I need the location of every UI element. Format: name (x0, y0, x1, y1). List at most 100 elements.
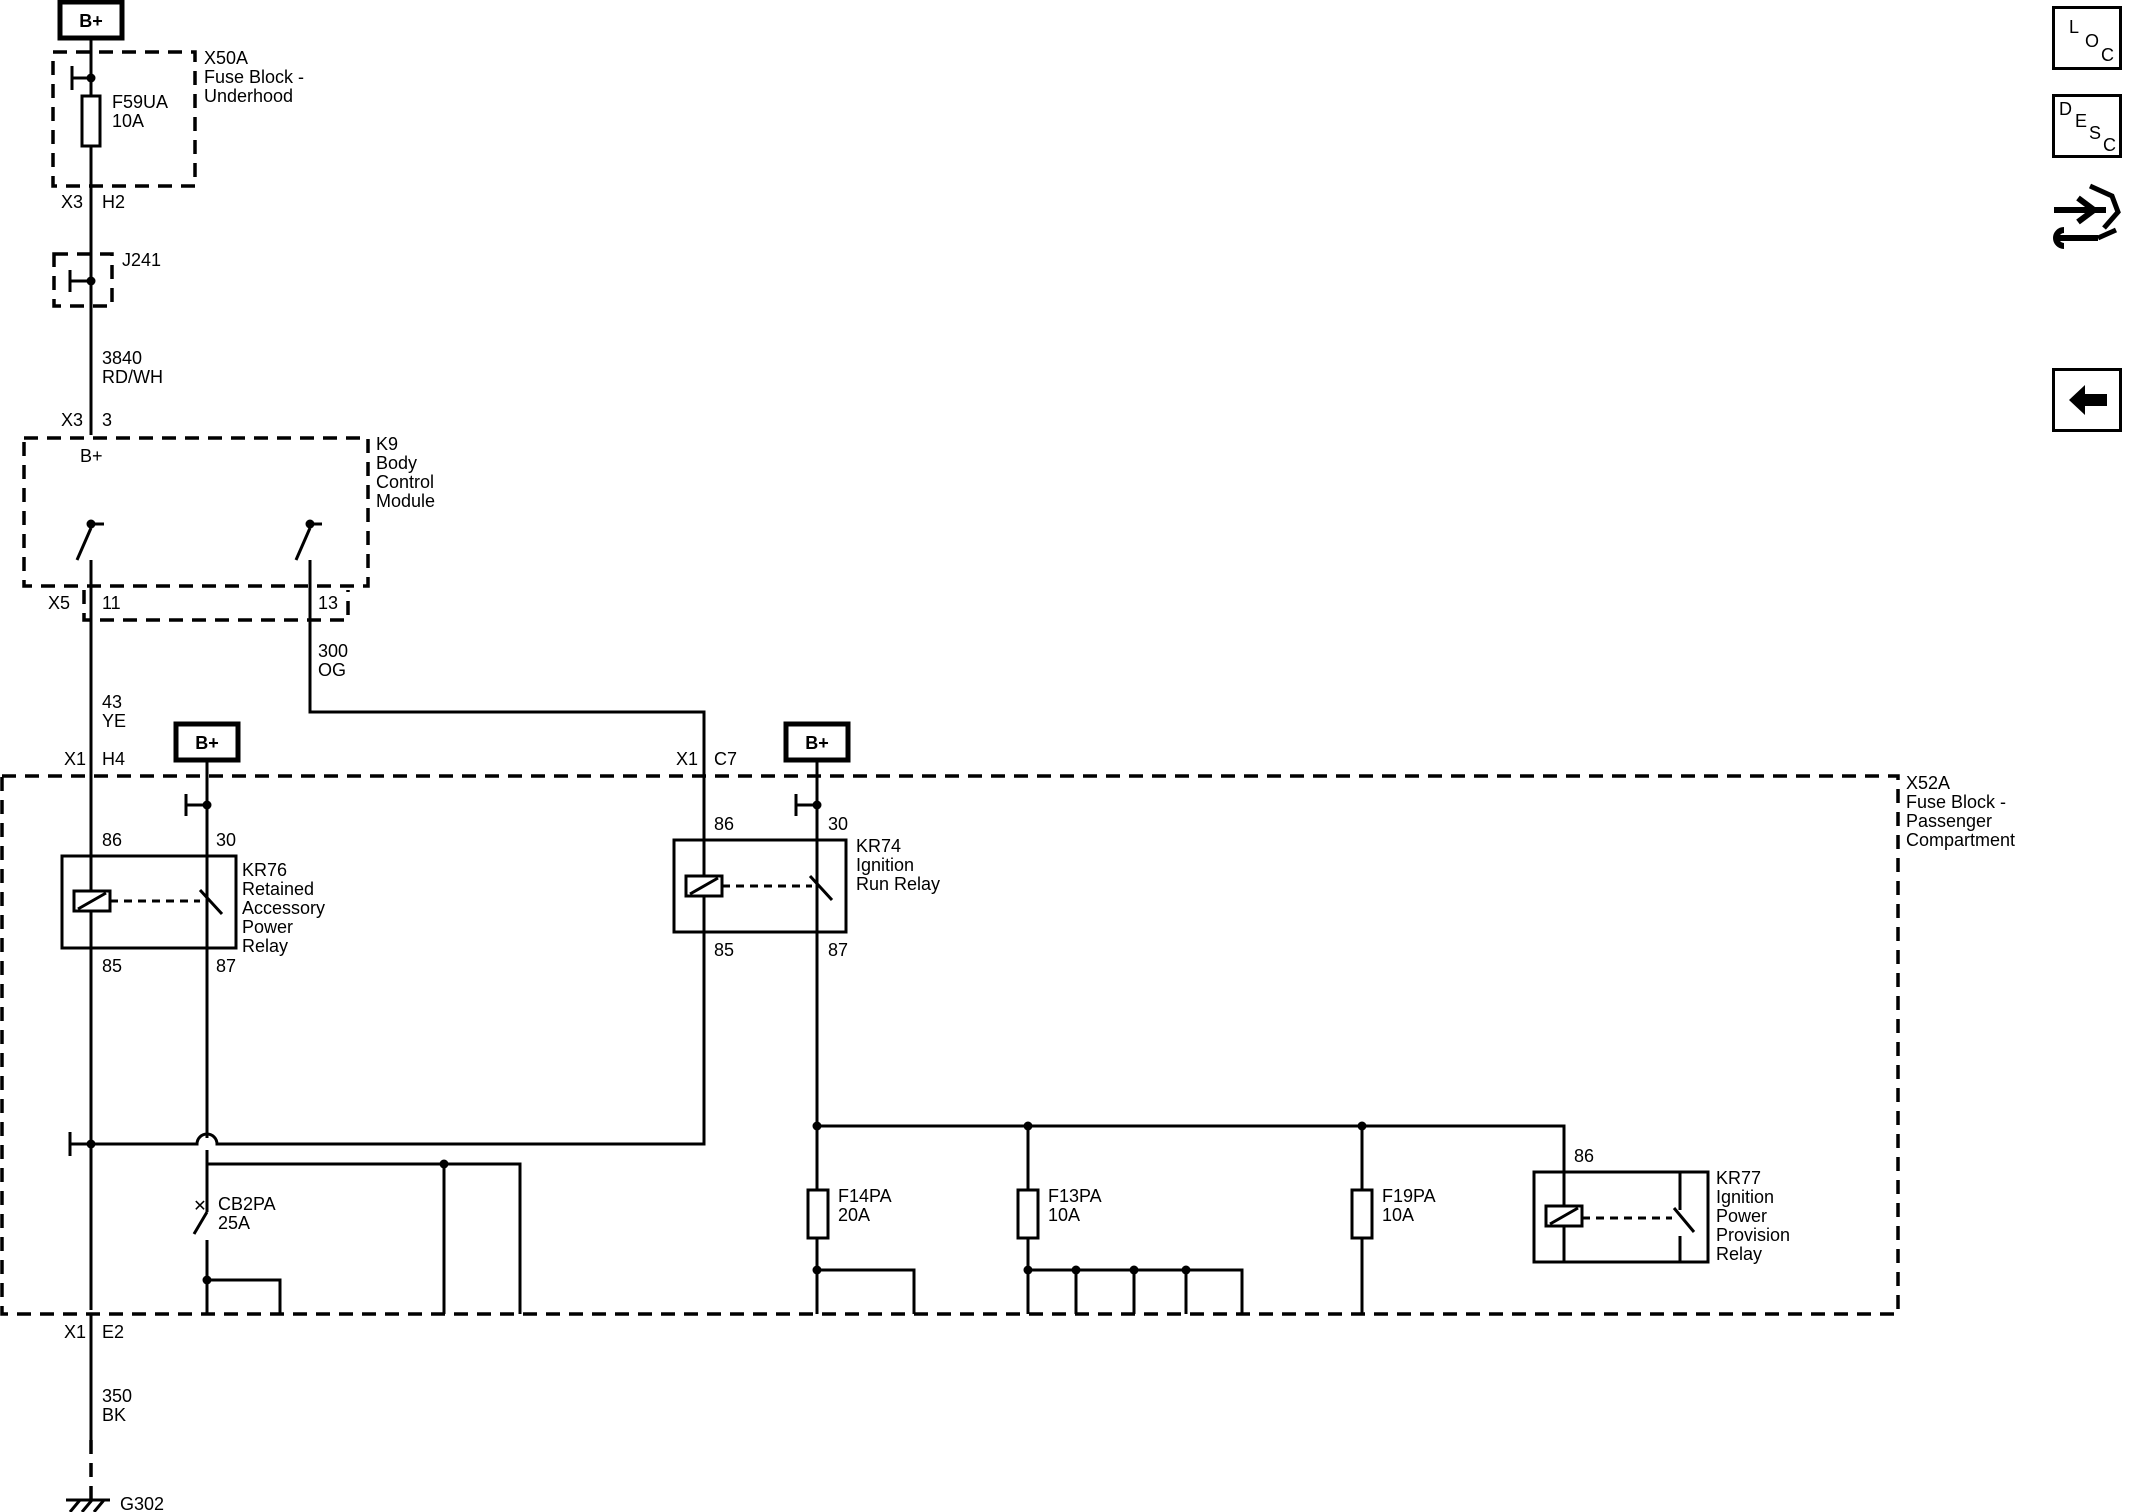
fuse-block-passenger-name-2: Passenger (1906, 811, 1992, 831)
x50a-pin-label: H2 (102, 192, 125, 212)
relay-kr76-pin-30: 30 (216, 830, 236, 850)
x52a-c7-connector: X1 (676, 749, 698, 769)
wire-300-circuit: 300 (318, 641, 348, 661)
battery-positive-kr76: B+ (173, 721, 241, 763)
wire-3840-color: RD/WH (102, 367, 163, 387)
fuse-f19pa-id: F19PA (1382, 1186, 1436, 1206)
fuse-block-passenger-id: X52A (1906, 773, 1950, 793)
fuse-f14pa-symbol (806, 1188, 830, 1240)
fuse-block-passenger-name-3: Compartment (1906, 830, 2015, 850)
bcm-x5-label: X5 (48, 593, 70, 613)
bcm-name-2: Control (376, 472, 434, 492)
fuse-block-underhood-name-1: Fuse Block - (204, 67, 304, 87)
fuse-f13pa-id: F13PA (1048, 1186, 1102, 1206)
loc-letter-o: O (2085, 31, 2100, 51)
desc-letter-d: D (2059, 99, 2072, 119)
svg-text:✕: ✕ (193, 1198, 206, 1215)
connector-end-view-button[interactable] (2050, 178, 2122, 258)
relay-kr77-body (1532, 1170, 1710, 1264)
relay-kr74-pin-30: 30 (828, 814, 848, 834)
relay-kr76-pin-87: 87 (216, 956, 236, 976)
bcm-x5-connector (82, 590, 350, 622)
fuse-f59ua-rating: 10A (112, 111, 144, 131)
splice-j241-outline (52, 252, 114, 308)
fuse-f19pa-rating: 10A (1382, 1205, 1414, 1225)
loc-letter-l: L (2069, 17, 2080, 37)
bcm-pin-13: 13 (318, 593, 338, 613)
bcm-outline (22, 436, 370, 588)
ground-g302-label: G302 (120, 1494, 164, 1512)
wire-350-color: BK (102, 1405, 126, 1425)
bcm-name-3: Module (376, 491, 435, 511)
relay-kr74-pin-85: 85 (714, 940, 734, 960)
relay-kr74-pin-86: 86 (714, 814, 734, 834)
x52a-c7-pin: C7 (714, 749, 737, 769)
desc-letter-e: E (2075, 111, 2088, 131)
bcm-switch-11 (75, 519, 104, 561)
bplus-kr74-label: B+ (805, 733, 829, 753)
wire-300-color: OG (318, 660, 346, 680)
bplus-label: B+ (79, 11, 103, 31)
relay-kr74-name-1: Ignition (856, 855, 914, 875)
bcm-input-pin: 3 (102, 410, 112, 430)
description-button[interactable]: D E S C (2052, 94, 2122, 158)
desc-letter-s: S (2089, 123, 2102, 143)
connector-end-view-icon (2053, 183, 2121, 249)
fuse-f14pa-id: F14PA (838, 1186, 892, 1206)
fuse-f13pa-symbol (1016, 1188, 1040, 1240)
bcm-input-connector: X3 (61, 410, 83, 430)
fuse-f13pa-rating: 10A (1048, 1205, 1080, 1225)
arrow-left-icon (2069, 385, 2107, 415)
fuse-block-underhood-id: X50A (204, 48, 248, 68)
x52a-h4-pin: H4 (102, 749, 125, 769)
bcm-supply-label: B+ (80, 446, 103, 466)
wire-350-circuit: 350 (102, 1386, 132, 1406)
relay-kr77-name-2: Power (1716, 1206, 1767, 1226)
relay-kr77-pin-86: 86 (1574, 1146, 1594, 1166)
relay-kr74-body (672, 838, 848, 934)
relay-kr74-pin-87: 87 (828, 940, 848, 960)
breaker-cb2pa-symbol: ✕ (192, 1198, 209, 1235)
relay-kr76-name-4: Relay (242, 936, 288, 956)
x52a-h4-connector: X1 (64, 749, 86, 769)
breaker-cb2pa-rating: 25A (218, 1213, 250, 1233)
relay-kr76-id: KR76 (242, 860, 287, 880)
bplus-kr76-label: B+ (195, 733, 219, 753)
relay-kr77-name-3: Provision (1716, 1225, 1790, 1245)
relay-kr76-body (60, 854, 238, 950)
relay-kr76-name-2: Accessory (242, 898, 325, 918)
bcm-id: K9 (376, 434, 398, 454)
breaker-cb2pa-id: CB2PA (218, 1194, 276, 1214)
splice-j241-label: J241 (122, 250, 161, 270)
fuse-f14pa-rating: 20A (838, 1205, 870, 1225)
wire-43-color: YE (102, 711, 126, 731)
bcm-pin-11: 11 (102, 593, 121, 613)
back-button[interactable] (2052, 368, 2122, 432)
bcm-name-1: Body (376, 453, 417, 473)
battery-positive-kr74: B+ (783, 721, 851, 763)
fuse-f59ua-id: F59UA (112, 92, 168, 112)
relay-kr77-id: KR77 (1716, 1168, 1761, 1188)
relay-kr77-name-1: Ignition (1716, 1187, 1774, 1207)
fuse-block-passenger-outline (0, 774, 1900, 1316)
relay-kr74-id: KR74 (856, 836, 901, 856)
wire-3840-circuit: 3840 (102, 348, 142, 368)
relay-kr76-name-1: Retained (242, 879, 314, 899)
x52a-e2-connector: X1 (64, 1322, 86, 1342)
battery-positive-top: B+ (57, 0, 125, 41)
wire-43-circuit: 43 (102, 692, 122, 712)
ground-symbol (66, 1498, 110, 1512)
fuse-f59ua-symbol (80, 94, 102, 148)
location-button[interactable]: L O C (2052, 6, 2122, 70)
fuse-block-underhood-outline (51, 50, 197, 188)
loc-letter-c: C (2101, 45, 2114, 65)
relay-kr74-name-2: Run Relay (856, 874, 940, 894)
fuse-block-passenger-name-1: Fuse Block - (1906, 792, 2006, 812)
relay-kr77-name-4: Relay (1716, 1244, 1762, 1264)
desc-letter-c: C (2103, 135, 2116, 155)
relay-kr76-pin-86: 86 (102, 830, 122, 850)
relay-kr76-pin-85: 85 (102, 956, 122, 976)
fuse-block-underhood-name-2: Underhood (204, 86, 293, 106)
bcm-switch-13 (294, 519, 322, 561)
